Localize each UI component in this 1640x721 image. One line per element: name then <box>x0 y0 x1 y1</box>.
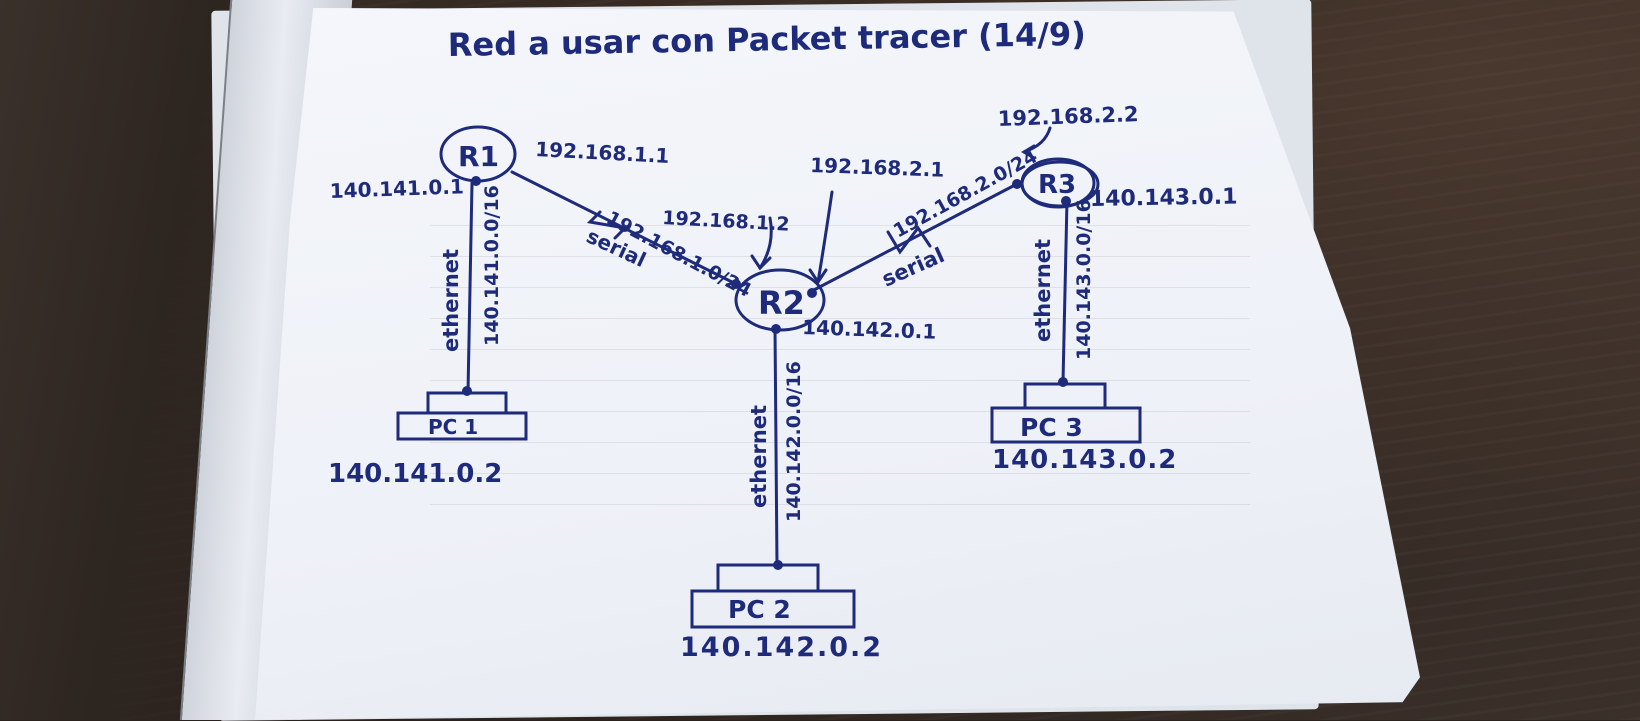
pc2-ip: 140.142.0.2 <box>680 632 883 663</box>
r1-ip-ethernet: 140.141.0.1 <box>329 174 464 203</box>
r2-ip-ethernet: 140.142.0.1 <box>802 315 937 344</box>
r1-ip-serial: 192.168.1.1 <box>535 137 670 168</box>
page-title: Red a usar con Packet tracer (14/9) <box>447 15 1086 64</box>
r2-ip-serial-left: 192.168.1.2 <box>662 207 790 236</box>
port-dot <box>1058 377 1068 387</box>
port-dot <box>462 386 472 396</box>
serial-zigzag-r2-r3 <box>886 225 932 255</box>
link-r2-r3 <box>808 183 1017 294</box>
link-r1-pc1 <box>466 181 474 394</box>
network-r3-pc3: 140.143.0.0/16 <box>1073 199 1095 360</box>
network-r1-pc1: 140.141.0.0/16 <box>481 185 503 346</box>
port-dot <box>1012 179 1022 189</box>
r3-ip-serial: 192.168.2.2 <box>997 102 1139 131</box>
arrow-to-r2-right <box>816 190 834 284</box>
pc2-base <box>690 589 856 629</box>
r2-ip-serial-right: 192.168.2.1 <box>810 153 945 182</box>
router-r1-label: R1 <box>458 140 499 173</box>
pc2-monitor <box>716 563 820 593</box>
pc1-label: PC 1 <box>428 415 478 439</box>
link-type-r1-pc1: ethernet <box>439 249 463 352</box>
port-dot <box>807 288 817 298</box>
arrow-to-r2-right-head <box>808 268 828 285</box>
router-r3-label: R3 <box>1038 170 1076 200</box>
arrow-to-r2-left-head <box>750 254 772 271</box>
paper-sheet <box>255 8 1420 720</box>
pc2-label: PC 2 <box>728 595 791 624</box>
link-r2-pc2 <box>773 326 779 567</box>
port-dot <box>1061 196 1071 206</box>
pc3-ip: 140.143.0.2 <box>992 445 1177 475</box>
port-dot <box>773 560 783 570</box>
pc3-base <box>990 406 1142 444</box>
pc3-label: PC 3 <box>1020 413 1083 442</box>
pc1-base <box>396 411 528 441</box>
link-r3-pc3 <box>1061 198 1069 384</box>
port-dot <box>471 176 481 186</box>
port-dot <box>731 279 741 289</box>
link-type-r3-pc3: ethernet <box>1031 239 1055 342</box>
arrow-to-r3-head <box>1021 144 1036 160</box>
r3-ip-ethernet: 140.143.0.1 <box>1090 184 1238 212</box>
link-type-r2-pc2: ethernet <box>747 405 771 508</box>
pc3-monitor <box>1023 382 1107 410</box>
pc1-ip: 140.141.0.2 <box>328 459 502 489</box>
router-r2-label: R2 <box>758 284 805 322</box>
serial-zigzag-r1-r2 <box>586 210 629 240</box>
port-dot <box>771 324 781 334</box>
network-r2-pc2: 140.142.0.0/16 <box>783 361 805 522</box>
